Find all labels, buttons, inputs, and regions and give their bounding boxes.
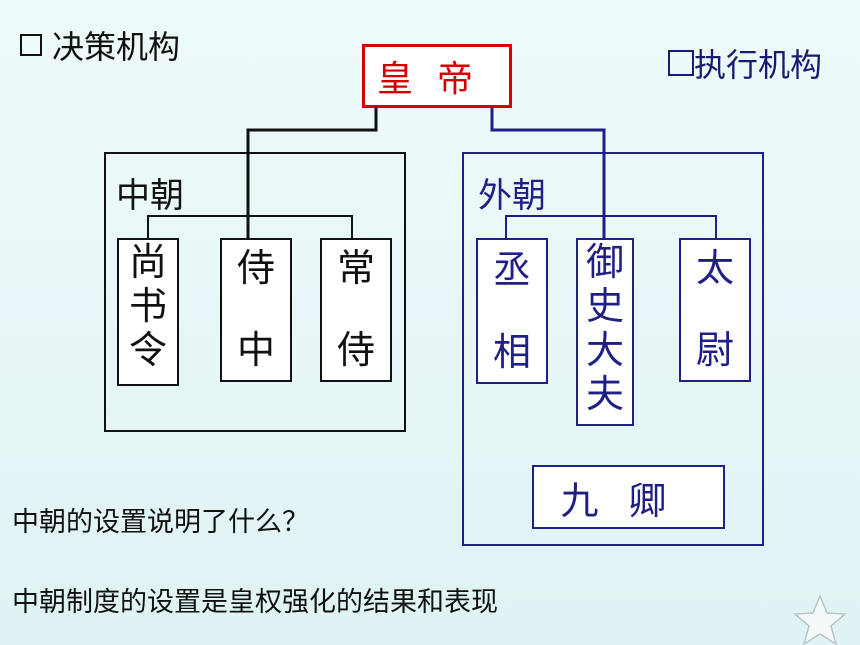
office-taiwei: 太 尉 [679, 238, 751, 382]
checkbox-icon [668, 50, 694, 76]
legend-decision: 决策机构 [20, 22, 180, 68]
office-char: 夫 [585, 372, 624, 416]
legend-decision-label: 决策机构 [52, 28, 181, 66]
office-shizhong: 侍 中 [220, 238, 292, 382]
office-char: 大 [585, 328, 624, 372]
office-char: 中 [236, 328, 275, 372]
legend-execution: 执行机构 [668, 40, 822, 86]
office-char: 太 [695, 246, 734, 290]
inner-court-panel [104, 152, 406, 432]
office-char: 书 [128, 284, 167, 328]
office-char: 御 [585, 240, 624, 284]
office-char: 令 [128, 328, 167, 372]
emperor-to-outer-line [490, 108, 606, 238]
office-char: 侍 [336, 328, 375, 372]
office-char: 尚 [128, 240, 167, 284]
office-changshi: 常 侍 [320, 238, 392, 382]
checkbox-icon [20, 34, 42, 56]
answer-text: 中朝制度的设置是皇权强化的结果和表现 [12, 587, 498, 618]
outer-court-title: 外朝 [478, 176, 546, 216]
legend-execution-label: 执行机构 [694, 46, 823, 84]
office-char: 相 [492, 330, 531, 374]
outer-branch-line [505, 215, 717, 238]
office-char: 丞 [492, 248, 531, 292]
office-yushidafu: 御 史 大 夫 [576, 238, 634, 426]
office-char: 侍 [236, 246, 275, 290]
question-text: 中朝的设置说明了什么？ [12, 507, 309, 538]
office-char: 尉 [695, 328, 734, 372]
inner-branch-line [147, 215, 353, 238]
emperor-box: 皇帝 [362, 44, 512, 108]
inner-court-title: 中朝 [116, 176, 184, 216]
office-shangshuling: 尚 书 令 [117, 238, 179, 386]
office-char: 常 [336, 246, 375, 290]
office-chengxiang: 丞 相 [476, 238, 548, 384]
emperor-to-inner-line [246, 108, 378, 238]
nine-ministers-box: 九卿 [532, 465, 725, 529]
outer-court-panel [462, 152, 764, 546]
office-char: 史 [585, 284, 624, 328]
